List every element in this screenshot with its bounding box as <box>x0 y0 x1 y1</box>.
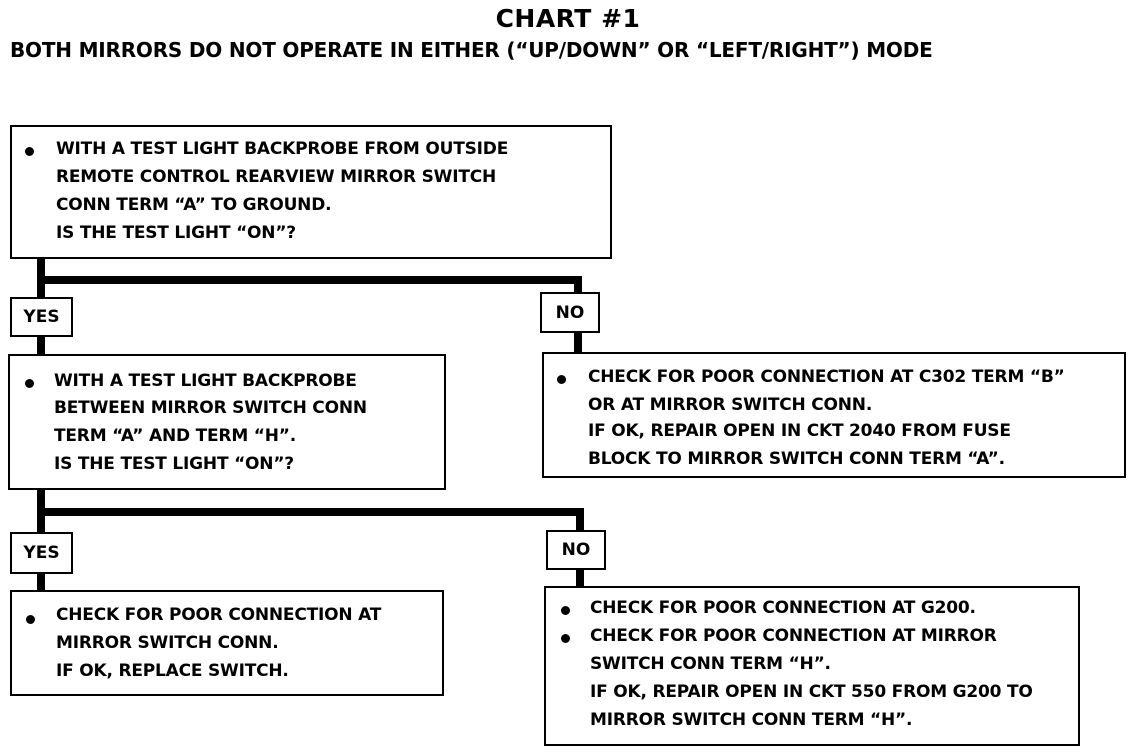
bullet-icon <box>557 375 566 384</box>
chart-subtitle: BOTH MIRRORS DO NOT OPERATE IN EITHER (“… <box>10 38 933 62</box>
step1-line: WITH A TEST LIGHT BACKPROBE FROM OUTSIDE <box>56 139 509 159</box>
step2-yes-line: IF OK, REPLACE SWITCH. <box>56 661 289 681</box>
connector-yes1-down <box>37 336 45 356</box>
step2-no-result-box: CHECK FOR POOR CONNECTION AT G200. CHECK… <box>544 586 1080 746</box>
connector-step2-horizontal <box>37 508 584 516</box>
bullet-icon <box>561 634 570 643</box>
step2-line: IS THE TEST LIGHT “ON”? <box>54 454 294 474</box>
step1-box: WITH A TEST LIGHT BACKPROBE FROM OUTSIDE… <box>10 125 612 259</box>
no-label-step1: NO <box>540 292 600 333</box>
step2-no-line: IF OK, REPAIR OPEN IN CKT 550 FROM G200 … <box>590 682 1033 702</box>
connector-yes2-down <box>37 573 45 592</box>
connector-step1-right-down <box>574 276 582 294</box>
step2-yes-result-box: CHECK FOR POOR CONNECTION AT MIRROR SWIT… <box>10 590 444 696</box>
step2-line: BETWEEN MIRROR SWITCH CONN <box>54 398 367 418</box>
no-label-step2: NO <box>546 530 606 570</box>
step1-line: REMOTE CONTROL REARVIEW MIRROR SWITCH <box>56 167 497 187</box>
step2-yes-line: CHECK FOR POOR CONNECTION AT <box>56 605 382 625</box>
step1-line: CONN TERM “A” TO GROUND. <box>56 195 332 215</box>
bullet-icon <box>561 606 570 615</box>
step2-yes-line: MIRROR SWITCH CONN. <box>56 633 279 653</box>
connector-no2-down <box>576 568 584 588</box>
yes-label-step1: YES <box>10 297 73 337</box>
connector-no1-down <box>574 332 582 354</box>
step2-no-line: MIRROR SWITCH CONN TERM “H”. <box>590 710 913 730</box>
bullet-icon <box>25 379 34 388</box>
step2-no-line: CHECK FOR POOR CONNECTION AT G200. <box>590 598 976 618</box>
step1-no-line: CHECK FOR POOR CONNECTION AT C302 TERM “… <box>588 367 1065 387</box>
yes-label-step2: YES <box>10 532 73 574</box>
step2-box: WITH A TEST LIGHT BACKPROBE BETWEEN MIRR… <box>8 354 446 490</box>
step1-no-line: IF OK, REPAIR OPEN IN CKT 2040 FROM FUSE <box>588 421 1011 441</box>
step1-no-line: OR AT MIRROR SWITCH CONN. <box>588 395 873 415</box>
step2-no-line: SWITCH CONN TERM “H”. <box>590 654 831 674</box>
step2-line: TERM “A” AND TERM “H”. <box>54 426 296 446</box>
step1-line: IS THE TEST LIGHT “ON”? <box>56 223 296 243</box>
connector-step2-right-down <box>576 508 584 532</box>
bullet-icon <box>26 615 35 624</box>
connector-step1-horizontal <box>37 276 582 284</box>
step1-no-line: BLOCK TO MIRROR SWITCH CONN TERM “A”. <box>588 449 1005 469</box>
step2-no-line: CHECK FOR POOR CONNECTION AT MIRROR <box>590 626 997 646</box>
step2-line: WITH A TEST LIGHT BACKPROBE <box>54 371 357 391</box>
bullet-icon <box>25 147 34 156</box>
chart-title: CHART #1 <box>495 4 641 33</box>
step1-no-result-box: CHECK FOR POOR CONNECTION AT C302 TERM “… <box>542 352 1126 478</box>
